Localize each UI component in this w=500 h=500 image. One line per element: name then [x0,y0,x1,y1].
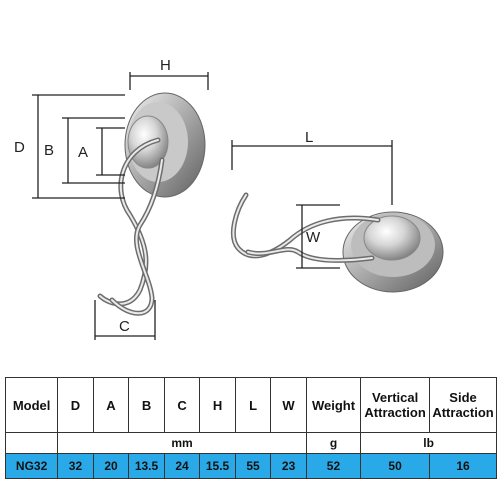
header-a: A [92,377,130,433]
cell-h: 15.5 [199,453,236,479]
right-hook-wire [231,192,381,263]
dim-label-l: L [305,129,313,146]
dim-label-b: B [44,142,54,159]
units-lb: lb [360,432,497,454]
right-hook-magnet [342,211,444,293]
units-mm: mm [57,432,307,454]
table-units-row: mm g lb [4,432,497,454]
specification-table: Model D A B C H L W Weight Vertical Attr… [4,377,497,479]
cell-vertical-attraction: 50 [360,453,431,479]
cell-b: 13.5 [128,453,165,479]
cell-w: 23 [270,453,307,479]
dimension-lines [32,72,393,340]
cell-d: 32 [57,453,94,479]
header-weight: Weight [305,377,362,433]
dim-label-a: A [78,144,88,161]
header-c: C [163,377,201,433]
header-side-attraction: Side Attraction [429,377,497,433]
cell-a: 20 [92,453,130,479]
dim-label-c: C [119,318,130,335]
table-header-row: Model D A B C H L W Weight Vertical Attr… [4,377,497,433]
header-h: H [199,377,236,433]
dim-label-h: H [160,57,171,74]
product-dimension-diagram: H D B A C L W [14,57,444,340]
header-vertical-attraction: Vertical Attraction [360,377,431,433]
header-w: W [270,377,307,433]
units-empty-cell [4,432,59,454]
dim-label-d: D [14,139,25,156]
header-d: D [57,377,94,433]
table-row: NG32 32 20 13.5 24 15.5 55 23 52 50 16 [4,453,497,479]
left-hook-wire [97,137,165,316]
header-model: Model [4,377,59,433]
left-hook-magnet [124,92,206,198]
cell-l: 55 [234,453,272,479]
cell-model: NG32 [4,453,59,479]
cell-side-attraction: 16 [429,453,497,479]
units-g: g [305,432,362,454]
cell-weight: 52 [305,453,362,479]
cell-c: 24 [163,453,201,479]
header-b: B [128,377,165,433]
dim-label-w: W [306,229,321,246]
header-l: L [234,377,272,433]
